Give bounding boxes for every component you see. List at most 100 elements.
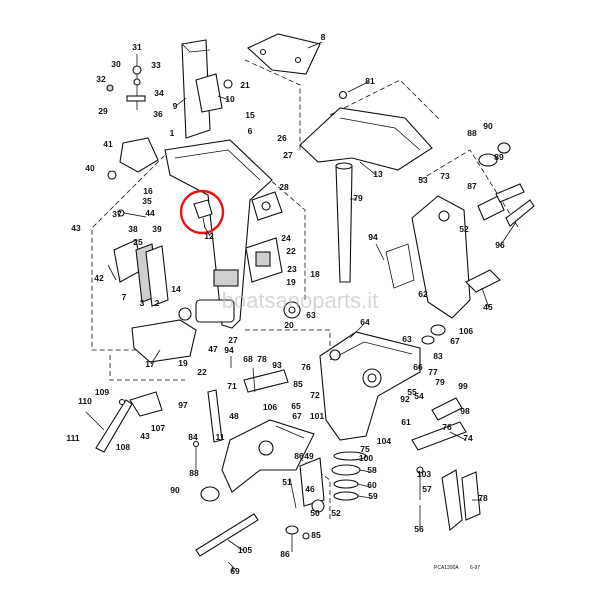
callout-label: 78 (478, 493, 488, 503)
callout-label: 63 (402, 334, 412, 344)
callout-label: 49 (304, 451, 314, 461)
callout-label: 37 (112, 209, 122, 219)
callout-label: 86 (294, 451, 304, 461)
callout-label: 79 (353, 193, 363, 203)
callout-label: 96 (495, 240, 505, 250)
callout-label: 60 (367, 480, 377, 490)
callout-label: 85 (311, 530, 321, 540)
callout-label: 28 (279, 182, 289, 192)
callout-label: 97 (178, 400, 188, 410)
part-31-36-screw-set (106, 54, 146, 110)
callout-label: 100 (359, 453, 373, 463)
callout-label: 50 (310, 508, 320, 518)
callout-label: 71 (227, 381, 237, 391)
callout-label: 40 (85, 163, 95, 173)
callout-label: 42 (94, 273, 104, 283)
callout-label: 66 (413, 362, 423, 372)
callout-label: 26 (277, 133, 287, 143)
callout-label: 7 (122, 292, 127, 302)
callout-label: 76 (442, 422, 452, 432)
callout-label: 87 (467, 181, 477, 191)
callout-label: 30 (111, 59, 121, 69)
part-79-steering-tube (335, 162, 353, 283)
callout-label: 39 (152, 224, 162, 234)
leader-lines (150, 41, 517, 573)
callout-label: 88 (467, 128, 477, 138)
part-58-60-disc-stack (331, 451, 367, 501)
part-53-clamp-bracket (385, 195, 471, 319)
callout-label: 11 (216, 432, 225, 442)
callout-label: 67 (450, 336, 460, 346)
callout-label: 19 (178, 358, 188, 368)
callout-label: 56 (414, 524, 424, 534)
callout-label: 52 (331, 508, 341, 518)
callout-label: 45 (483, 302, 493, 312)
part-1-exhaust-housing (164, 139, 273, 329)
callout-label: 94 (224, 345, 234, 355)
watermark-text: boatsanoparts.it (222, 288, 379, 313)
part-71-link (243, 367, 289, 393)
callout-label: 61 (401, 417, 411, 427)
callout-label: 33 (151, 60, 161, 70)
callout-label: 27 (228, 335, 238, 345)
callout-label: 31 (132, 42, 142, 52)
part-13-swivel-bracket (299, 90, 433, 171)
callout-label: 41 (103, 139, 113, 149)
callout-label: 15 (245, 110, 255, 120)
callout-label: 57 (422, 484, 432, 494)
callout-label: 16 (143, 186, 153, 196)
callout-label: 64 (360, 317, 370, 327)
callout-label: 43 (140, 431, 150, 441)
part-84-screw (192, 440, 200, 470)
callout-label: 1 (170, 128, 175, 138)
callout-label: 67 (292, 411, 302, 421)
callout-label: 36 (153, 109, 163, 119)
callout-label: 73 (440, 171, 450, 181)
part-108-tilt-lever (85, 391, 163, 453)
callout-label: 101 (310, 411, 324, 421)
reference-date: 6-97 (470, 565, 480, 571)
callout-label: 75 (360, 444, 370, 454)
callout-label: 109 (95, 387, 109, 397)
callout-label: 52 (459, 224, 469, 234)
callout-label: 65 (291, 401, 301, 411)
part-87-bushings (477, 142, 535, 227)
callout-label: 48 (229, 411, 239, 421)
callout-label: 24 (281, 233, 291, 243)
callout-label: 12 (204, 231, 214, 241)
callout-label: 3 (140, 298, 145, 308)
part-105-long-rod (195, 513, 259, 571)
callout-label: 32 (96, 74, 106, 84)
callout-label: 13 (373, 169, 383, 179)
part-2-3-7-mount-stack (107, 209, 169, 307)
callout-label: 89 (494, 152, 504, 162)
callout-label: 93 (272, 360, 282, 370)
callout-label: 2 (155, 298, 160, 308)
callout-label: 6 (248, 126, 253, 136)
callout-label: 18 (310, 269, 320, 279)
part-97-bar (207, 389, 223, 443)
callout-label: 22 (197, 367, 207, 377)
callout-label: 108 (116, 442, 130, 452)
callout-label: 74 (463, 433, 473, 443)
callout-label: 63 (306, 310, 316, 320)
callout-label: 14 (171, 284, 181, 294)
callout-label: 79 (435, 377, 445, 387)
callout-label: 98 (460, 406, 470, 416)
callout-label: 55 (407, 387, 417, 397)
callout-label: 78 (257, 354, 267, 364)
callout-label: 68 (243, 354, 253, 364)
part-20-ring (283, 301, 301, 319)
part-94-pins (230, 243, 385, 368)
callout-label: 86 (280, 549, 290, 559)
part-12-highlighted (179, 189, 225, 235)
part-106-67-bushings (421, 324, 446, 345)
callout-label: 47 (208, 344, 218, 354)
callout-label: 23 (287, 264, 297, 274)
part-86-washer (285, 525, 310, 552)
callout-label: 34 (154, 88, 164, 98)
callout-label: 111 (66, 433, 80, 443)
part-64-swivel-housing (319, 331, 421, 441)
